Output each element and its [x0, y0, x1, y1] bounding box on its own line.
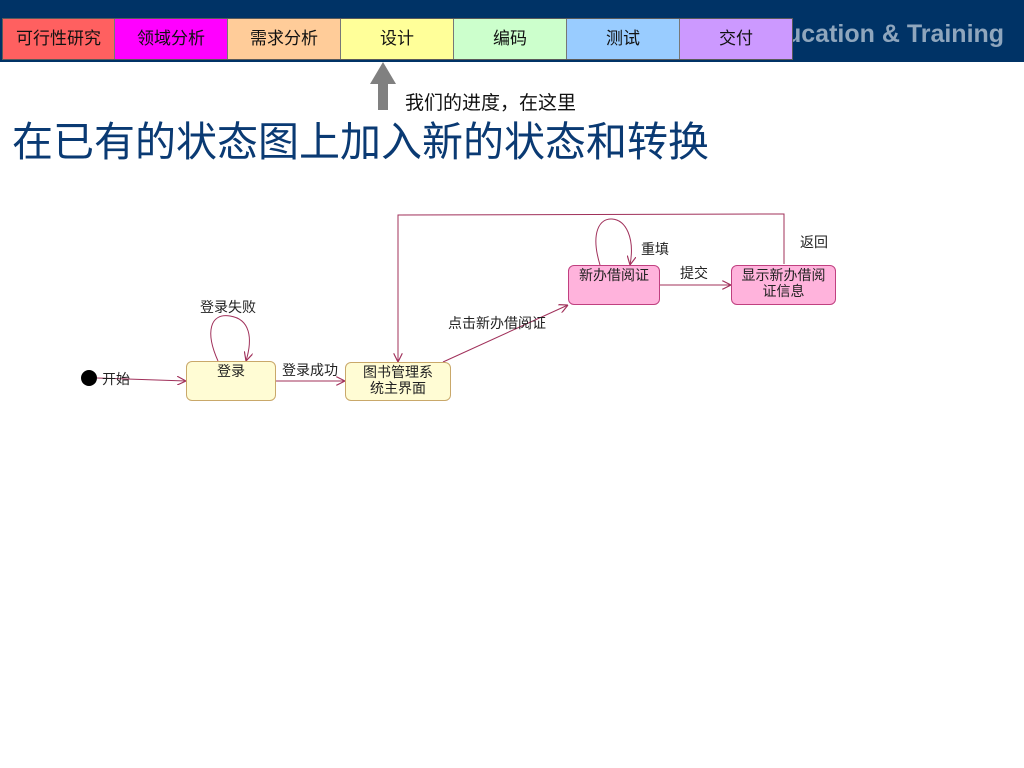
phase-tab-design[interactable]: 设计 — [341, 19, 454, 59]
transition-click-new-card-label: 点击新办借阅证 — [448, 316, 546, 332]
phase-tab-requirements[interactable]: 需求分析 — [228, 19, 341, 59]
progress-note: 我们的进度，在这里 — [405, 92, 577, 114]
page-title: 在已有的状态图上加入新的状态和转换 — [12, 118, 709, 166]
progress-arrow-icon — [370, 62, 396, 110]
edge-click-new-card — [442, 305, 568, 363]
edge-login-fail — [210, 315, 250, 361]
state-main-screen-label: 图书管理系统主界面 — [363, 365, 433, 397]
header-bar: ucation & Training 可行性研究 领域分析 需求分析 设计 编码… — [0, 0, 1024, 62]
start-label: 开始 — [102, 372, 130, 388]
brand-text: ucation & Training — [786, 20, 1005, 48]
phase-tab-coding[interactable]: 编码 — [454, 19, 567, 59]
transition-refill-label: 重填 — [641, 242, 669, 258]
state-login[interactable]: 登录 — [186, 361, 276, 401]
transition-submit-label: 提交 — [680, 266, 708, 282]
state-new-card-label: 新办借阅证 — [579, 268, 649, 284]
phase-tab-testing[interactable]: 测试 — [567, 19, 680, 59]
start-node — [81, 370, 97, 386]
phase-tab-delivery[interactable]: 交付 — [680, 19, 792, 59]
state-login-label: 登录 — [217, 364, 245, 380]
edge-start-to-login — [96, 378, 186, 381]
phase-tab-domain-analysis[interactable]: 领域分析 — [115, 19, 228, 59]
state-main-screen[interactable]: 图书管理系统主界面 — [345, 362, 451, 401]
transition-login-fail-label: 登录失败 — [200, 300, 256, 316]
state-new-card[interactable]: 新办借阅证 — [568, 265, 660, 305]
state-show-info-label: 显示新办借阅证信息 — [741, 268, 826, 300]
phase-tab-feasibility[interactable]: 可行性研究 — [3, 19, 115, 59]
state-show-info[interactable]: 显示新办借阅证信息 — [731, 265, 836, 305]
edge-back — [398, 213, 785, 362]
edge-refill — [595, 218, 631, 265]
transition-back-label: 返回 — [800, 235, 828, 251]
phase-tabs: 可行性研究 领域分析 需求分析 设计 编码 测试 交付 — [2, 18, 793, 60]
transition-login-success-label: 登录成功 — [282, 363, 338, 379]
